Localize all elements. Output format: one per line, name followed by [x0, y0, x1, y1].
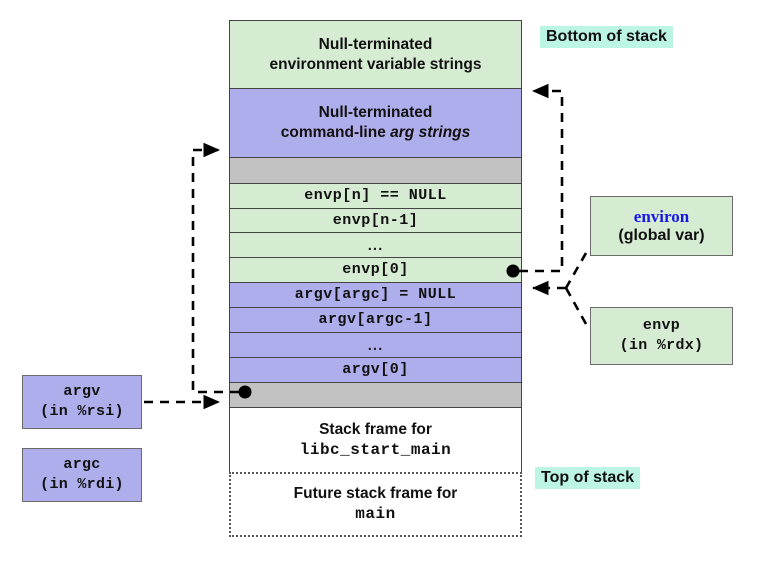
env-strings-text: Null-terminated environment variable str… [269, 35, 482, 73]
argv-argc-label: argv[argc] = NULL [294, 286, 457, 304]
stack-row-envp-n-1: envp[n-1] [229, 208, 522, 233]
argv-argc-1-label: argv[argc-1] [318, 311, 433, 329]
envp-n-1-label: envp[n-1] [332, 211, 419, 229]
argc-box-line1: argc [63, 455, 101, 473]
stack-row-arg-strings: Null-terminated command-line arg strings [229, 88, 522, 158]
connector-environ-envp-fanin [531, 252, 588, 325]
annotation-bottom-of-stack: Bottom of stack [540, 26, 673, 48]
stack-row-argv-0: argv[0] [229, 357, 522, 383]
annotation-top-of-stack: Top of stack [535, 467, 641, 489]
label-box-environ: environ (global var) [590, 196, 733, 256]
stack-row-envp-0: envp[0] [229, 257, 522, 283]
stack-row-spacer-top [229, 157, 522, 184]
process-stack-column: Null-terminated environment variable str… [229, 20, 522, 537]
stack-row-argv-argc: argv[argc] = NULL [229, 282, 522, 308]
stack-row-env-strings: Null-terminated environment variable str… [229, 20, 522, 89]
libc-frame-text: Stack frame for libc_start_main [299, 420, 452, 459]
stack-row-main-frame: Future stack frame for main [229, 472, 522, 537]
argv-box-line1: argv [63, 382, 101, 400]
stack-row-envp-n: envp[n] == NULL [229, 183, 522, 209]
argc-box-line2: (in %rdi) [40, 476, 124, 493]
envp-box-line2: (in %rdx) [619, 337, 704, 354]
argv-0-label: argv[0] [342, 361, 409, 379]
stack-row-argv-argc-1: argv[argc-1] [229, 307, 522, 333]
envp-0-label: envp[0] [342, 261, 409, 279]
register-box-envp: envp (in %rdx) [590, 307, 733, 365]
register-box-argv: argv (in %rsi) [22, 375, 142, 429]
envp-n-label: envp[n] == NULL [304, 187, 447, 205]
argv-ellipsis-label: ... [367, 336, 384, 354]
envp-box-line1: envp [642, 316, 681, 334]
environ-box-line2: (global var) [618, 227, 705, 244]
argv-box-line2: (in %rsi) [40, 403, 124, 420]
main-frame-text: Future stack frame for main [293, 485, 458, 524]
envp-ellipsis-label: ... [367, 236, 384, 254]
arg-strings-text: Null-terminated command-line arg strings [280, 104, 471, 141]
stack-row-envp-ellipsis: ... [229, 232, 522, 258]
stack-row-libc-frame: Stack frame for libc_start_main [229, 407, 522, 473]
stack-row-argv-ellipsis: ... [229, 332, 522, 358]
arg-strings-emphasis: arg strings [390, 124, 471, 141]
stack-row-spacer-bottom [229, 382, 522, 408]
environ-box-line1: environ [633, 207, 690, 226]
register-box-argc: argc (in %rdi) [22, 448, 142, 502]
